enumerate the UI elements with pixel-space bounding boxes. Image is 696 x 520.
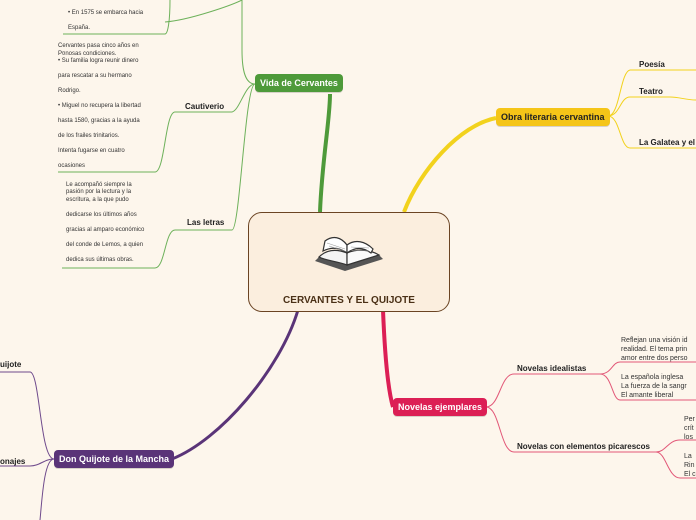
idealistas-desc: Reflejan una visión id — [621, 336, 688, 345]
branch-quijote — [172, 310, 298, 459]
cautiverio-line: de los frailes trinitarios. — [58, 133, 119, 139]
idealistas-desc: amor entre dos perso — [621, 354, 688, 363]
cautiverio-line: para rescatar a su hermano — [58, 73, 132, 79]
picarescos-title: El c — [684, 470, 696, 479]
topic-obra-literaria[interactable]: Obra literaria cervantina — [496, 108, 610, 126]
subtopic-cautiverio[interactable]: Cautiverio — [185, 102, 224, 111]
picarescos-title: Rin — [684, 461, 695, 470]
quijote-item[interactable]: onajes — [0, 457, 25, 466]
cautiverio-line: ocasiones — [58, 163, 85, 169]
letras-line: pasión por la lectura y la — [66, 189, 131, 195]
cautiverio-line: Rodrigo. — [58, 88, 81, 94]
cautiverio-line: P¤nosas condiciones. — [58, 51, 116, 57]
cautiverio-line: Intenta fugarse en cuatro — [58, 148, 125, 154]
quijote-item[interactable]: uijote — [0, 360, 21, 369]
vida-text-1: • En 1575 se embarca hacia — [68, 10, 143, 16]
letras-line: Le acompañó siempre la — [66, 182, 132, 188]
cautiverio-line: • Su familia logra reunir dinero — [58, 58, 138, 64]
open-book-icon — [311, 231, 387, 279]
idealistas-title: El amante liberal — [621, 391, 673, 400]
letras-line: dedica sus últimas obras. — [66, 257, 134, 263]
picarescos-desc: los — [684, 433, 693, 442]
topic-don-quijote[interactable]: Don Quijote de la Mancha — [54, 450, 174, 468]
idealistas-title: La fuerza de la sangr — [621, 382, 687, 391]
picarescos-desc: crít — [684, 424, 694, 433]
obra-item-galatea[interactable]: La Galatea y el — [639, 138, 695, 147]
topic-novelas-ejemplares[interactable]: Novelas ejemplares — [393, 398, 487, 416]
cautiverio-line: Cervantes pasa cinco años en — [58, 43, 139, 49]
cautiverio-line: hasta 1580, gracias a la ayuda — [58, 118, 140, 124]
cautiverio-line: • Miguel no recupera la libertad — [58, 103, 141, 109]
picarescos-title: La — [684, 452, 692, 461]
central-title: CERVANTES Y EL QUIJOTE — [249, 295, 449, 306]
branch-vida — [320, 94, 330, 212]
subtopic-las-letras[interactable]: Las letras — [187, 218, 224, 227]
obra-item-teatro[interactable]: Teatro — [639, 87, 663, 96]
subtopic-novelas-idealistas[interactable]: Novelas idealistas — [517, 364, 586, 373]
obra-item-poesia[interactable]: Poesía — [639, 60, 665, 69]
topic-vida-de-cervantes[interactable]: Vida de Cervantes — [255, 74, 343, 92]
letras-line: dedicarse los últimos años — [66, 212, 137, 218]
idealistas-desc: realidad. El tema prin — [621, 345, 687, 354]
letras-line: del conde de Lemos, a quien — [66, 242, 143, 248]
subtopic-novelas-picarescos[interactable]: Novelas con elementos picarescos — [517, 442, 650, 451]
picarescos-desc: Per — [684, 415, 695, 424]
vida-text-2: España. — [68, 25, 90, 31]
idealistas-title: La española inglesa — [621, 373, 683, 382]
branch-novelas — [383, 310, 393, 407]
letras-line: gracias al amparo económico — [66, 227, 144, 233]
central-topic[interactable]: CERVANTES Y EL QUIJOTE — [248, 212, 450, 312]
letras-line: escritura, a la que pudo — [66, 197, 129, 203]
branch-obra — [404, 118, 496, 212]
